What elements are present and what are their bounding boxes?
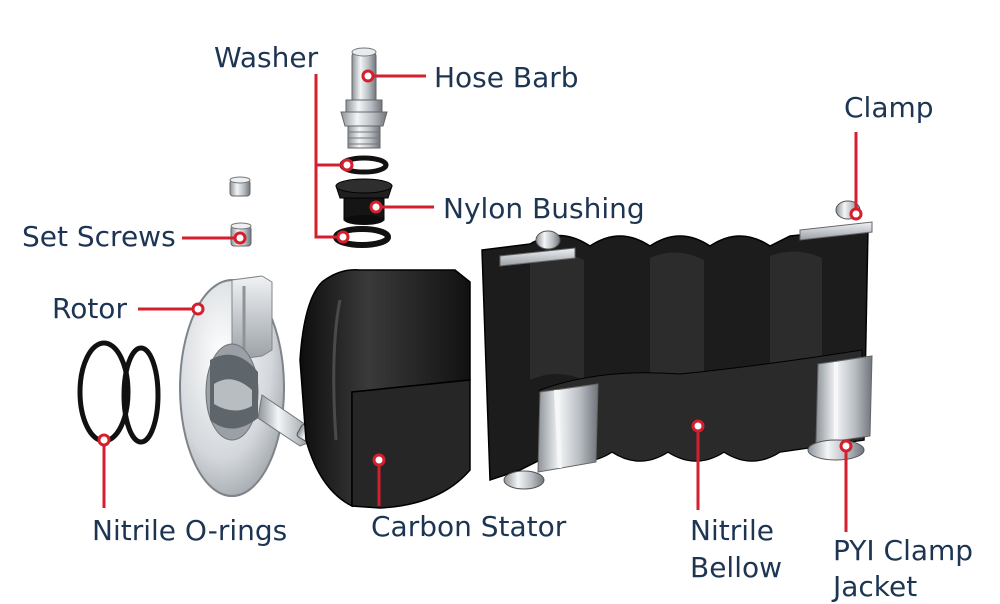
- washer-leader: [314, 74, 354, 244]
- rotor-label: Rotor: [52, 292, 127, 325]
- pyi-clamp-jacket-leader: [839, 439, 853, 532]
- nylon-bushing-part: [335, 178, 393, 225]
- nitrile-bellow-leader: [691, 419, 705, 510]
- set-screw-upper-part: [229, 176, 251, 197]
- nitrile-bellow-part: [481, 227, 869, 482]
- clamp-leader: [849, 132, 863, 221]
- nitrile-oring-left-part: [77, 340, 131, 444]
- clamp-label: Clamp: [844, 91, 934, 124]
- nylon-bushing-leader: [369, 200, 434, 214]
- nylon-bushing-label: Nylon Bushing: [443, 192, 645, 225]
- nitrile-orings-label: Nitrile O-rings: [92, 514, 287, 547]
- clamp-top-left-part: [499, 230, 576, 267]
- nitrile-bellow-label-line1: Nitrile: [690, 514, 774, 547]
- nitrile-bellow-label-line2: Bellow: [690, 551, 782, 584]
- nitrile-orings-leader: [97, 433, 111, 508]
- pyi-clamp-jacket-label-line1: PYI Clamp: [833, 534, 973, 567]
- set-screws-label: Set Screws: [22, 220, 176, 253]
- nitrile-oring-right-part: [121, 345, 161, 445]
- hose-barb-part: [340, 47, 388, 149]
- hose-barb-label: Hose Barb: [434, 61, 579, 94]
- rotor-leader: [138, 302, 205, 316]
- washer-label: Washer: [214, 41, 319, 74]
- set-screws-leader: [182, 231, 247, 245]
- pyi-clamp-jacket-label-line2: Jacket: [831, 570, 917, 603]
- carbon-stator-part: [299, 269, 471, 509]
- hose-barb-leader: [361, 69, 426, 83]
- carbon-stator-label: Carbon Stator: [371, 510, 567, 543]
- clamp-band-left-part: [503, 383, 599, 490]
- carbon-stator-leader: [372, 453, 386, 506]
